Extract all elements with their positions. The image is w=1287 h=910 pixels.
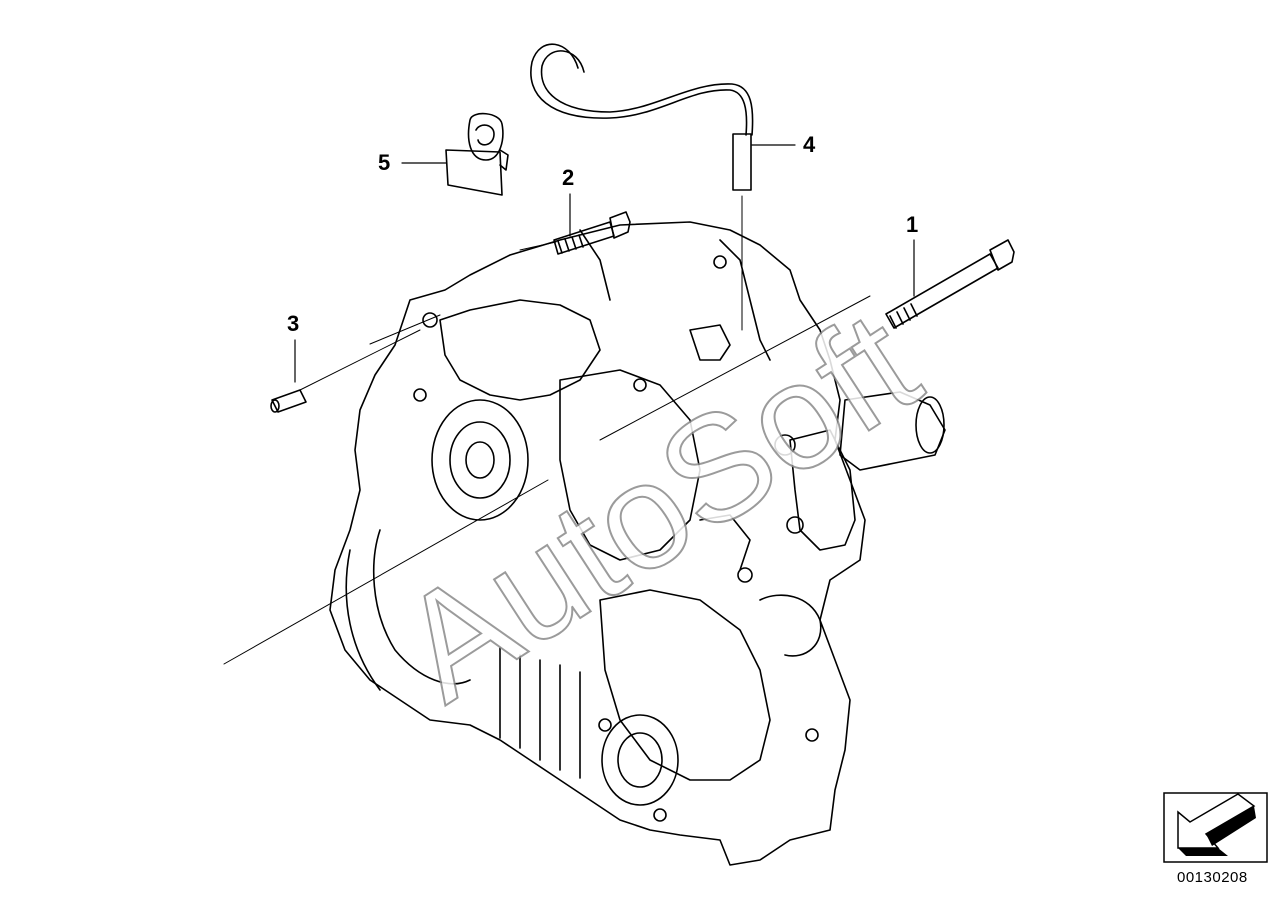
diagram-id: 00130208 (1177, 869, 1248, 886)
callout-4: 4 (803, 132, 816, 157)
callout-2: 2 (562, 165, 575, 190)
callout-3: 3 (287, 311, 300, 336)
vent-hose-part-4 (530, 43, 754, 191)
callout-5: 5 (378, 150, 391, 175)
transfer-case-housing (329, 221, 946, 866)
callout-1: 1 (906, 212, 919, 237)
hose-clip-part-5 (445, 112, 509, 196)
bolt-long-part-1 (885, 239, 1015, 329)
center-lines (223, 195, 871, 665)
bolt-short-part-2 (553, 211, 631, 255)
dowel-pin-part-3 (270, 389, 307, 413)
leader-lines (294, 144, 915, 383)
